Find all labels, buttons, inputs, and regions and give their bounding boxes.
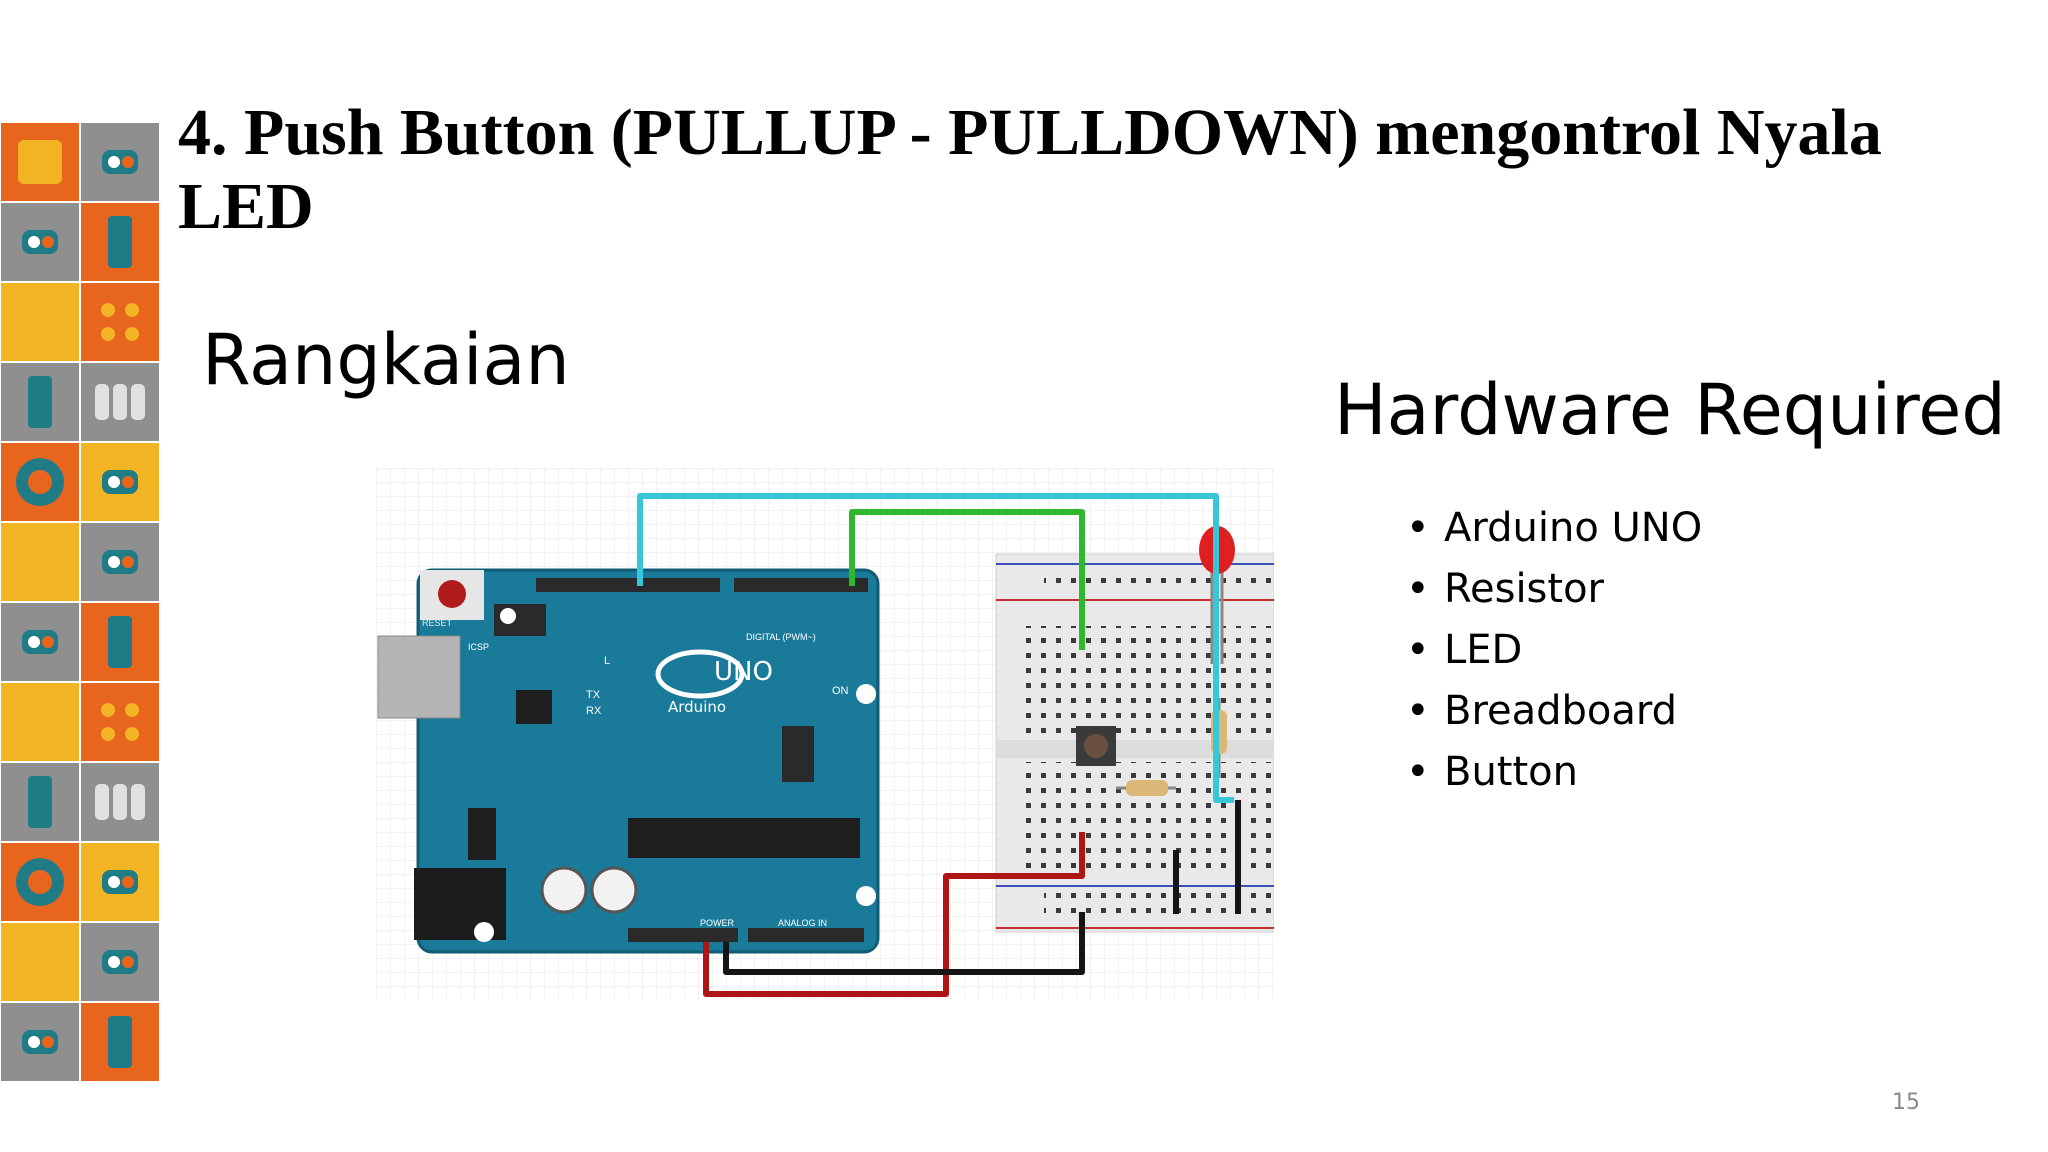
hardware-item-label: Arduino UNO [1444,505,1703,551]
wire-green [849,509,1085,650]
board-brand: Arduino [668,698,726,716]
analog-label: ANALOG IN [778,918,827,928]
wires [637,493,1241,997]
switch-icon [0,201,81,283]
switch-icon [79,841,160,923]
hardware-list: •Arduino UNO •Resistor •LED •Breadboard … [1406,498,1702,803]
decorative-circuit-strip [0,122,160,1083]
circuit-diagram: RESET UNO Arduino DIGITAL (PWM~) POWER A… [376,468,1274,1000]
l-label: L [604,655,610,667]
hardware-item-label: Button [1444,749,1578,795]
chip-icon [0,122,81,203]
circle-icon [0,841,81,923]
ic-icon [79,1001,160,1083]
hardware-item-label: Resistor [1444,566,1604,612]
chip-icon [0,681,81,763]
section-heading: Rangkaian [202,319,570,401]
icsp-label: ICSP [468,642,489,652]
digital-label: DIGITAL (PWM~) [746,632,816,642]
circle-icon [0,441,81,523]
hardware-item: • LED [1406,620,1702,681]
bullet-icon: • [1406,627,1430,673]
hardware-item-label: LED [1444,627,1523,673]
on-label: ON [832,685,849,697]
hardware-item-label: Breadboard [1444,688,1678,734]
bullet-icon: • [1406,749,1430,795]
breadboard [995,553,1274,933]
wire-cyan [637,493,1234,803]
power-label: POWER [700,918,735,928]
switch-icon [79,122,160,203]
switch-icon [79,521,160,603]
push-button [1076,726,1116,766]
switch-icon [79,441,160,523]
board-logo: UNO [714,657,773,687]
wire-red [703,832,1085,997]
rx-label: RX [586,705,602,717]
bullet-icon: • [1406,566,1430,612]
chip-icon [0,281,81,363]
switch-icon [79,921,160,1003]
resistor-array-icon [79,761,160,843]
resistor-array-icon [79,361,160,443]
ic-icon [79,601,160,683]
tx-label: TX [586,689,601,701]
slide-title: 4. Push Button (PULLUP - PULLDOWN) mengo… [178,96,1882,243]
chip-icon [0,921,81,1003]
arduino-uno-board: RESET UNO Arduino DIGITAL (PWM~) POWER A… [377,568,880,954]
ic-icon [79,201,160,283]
bullet-icon: • [1406,505,1430,551]
chip-icon [0,521,81,603]
hardware-item: • Breadboard [1406,681,1702,742]
hardware-item: • Button [1406,742,1702,803]
hardware-heading: Hardware Required [1334,369,2006,451]
reset-label: RESET [422,618,453,628]
bullet-icon: • [1406,688,1430,734]
ic-icon [0,361,81,443]
hardware-item: • Arduino UNO [1406,498,1702,559]
wire-black [723,912,1085,975]
dots-icon [79,681,160,763]
switch-icon [0,1001,81,1083]
hardware-item: • Resistor [1406,559,1702,620]
switch-icon [0,601,81,683]
dots-icon [79,281,160,363]
ic-icon [0,761,81,843]
page-number: 15 [1892,1090,1920,1115]
